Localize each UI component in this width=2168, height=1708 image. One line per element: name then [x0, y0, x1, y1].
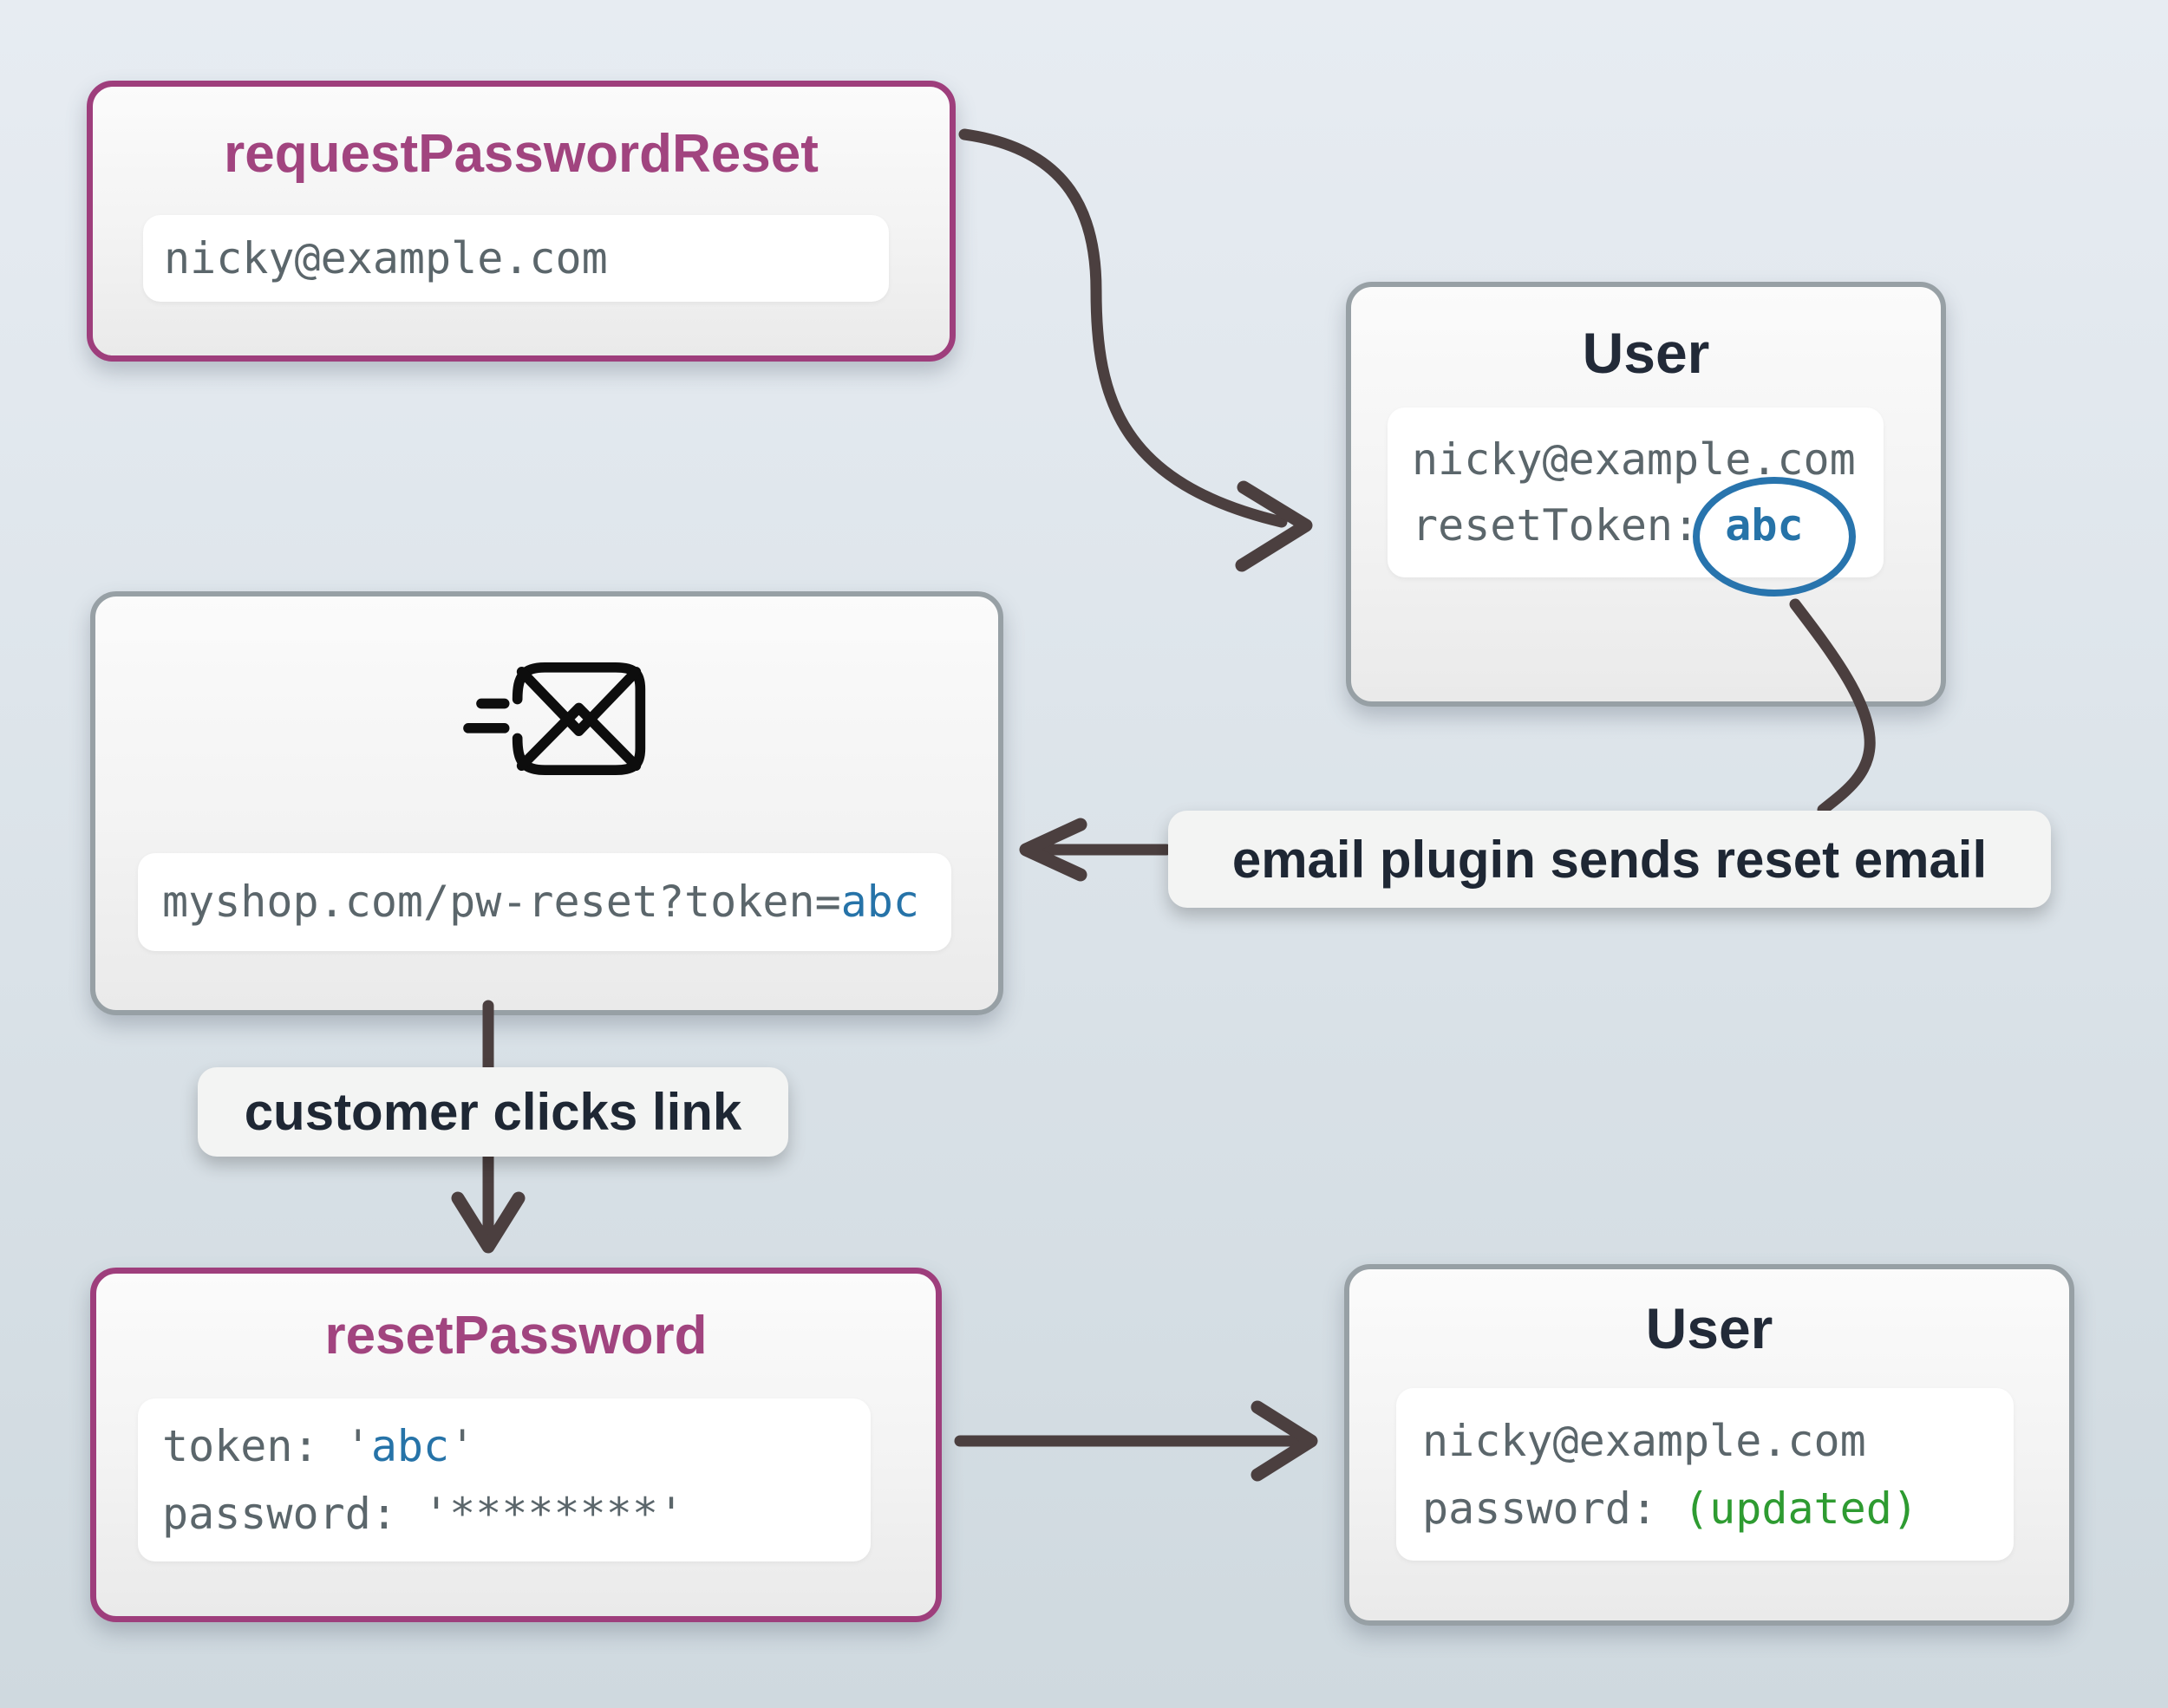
request-password-reset-node: requestPasswordReset nicky@example.com	[87, 81, 956, 362]
reset-password-node: resetPassword token: 'abc' password: '**…	[90, 1268, 942, 1622]
user-bottom-title: User	[1645, 1296, 1773, 1360]
user-record-node-top: User nicky@example.com resetToken: abc	[1346, 282, 1946, 707]
send-email-icon	[463, 662, 646, 775]
user-bottom-password-value: (updated)	[1683, 1483, 1918, 1534]
arrow-reset-to-user-head	[1251, 1400, 1318, 1482]
arrow-plugin-to-email-head	[1019, 818, 1087, 882]
reset-token-arg-value: abc	[370, 1421, 450, 1471]
reset-password-args: token: 'abc' password: '********'	[138, 1398, 871, 1561]
arrow-request-to-user	[958, 128, 1288, 528]
user-top-title: User	[1582, 321, 1710, 385]
reset-email-node: myshop.com/pw-reset?token=abc	[90, 591, 1003, 1015]
token-highlight-ellipse-icon	[1693, 477, 1856, 596]
request-email-field: nicky@example.com	[143, 215, 889, 302]
reset-url-line: myshop.com/pw-reset?token=abc	[162, 877, 919, 927]
reset-url-field: myshop.com/pw-reset?token=abc	[138, 853, 951, 951]
user-record-node-bottom: User nicky@example.com password: (update…	[1344, 1264, 2074, 1626]
user-bottom-password-line: password: (updated)	[1422, 1475, 2014, 1542]
user-top-email: nicky@example.com	[1412, 434, 1856, 485]
arrow-request-to-user-head	[1235, 480, 1313, 572]
email-plugin-annotation: email plugin sends reset email	[1168, 811, 2051, 908]
reset-token-prefix: token: '	[162, 1421, 371, 1471]
reset-token-label: resetToken:	[1412, 500, 1726, 551]
request-email-value: nicky@example.com	[164, 233, 608, 284]
user-bottom-password-label: password:	[1422, 1483, 1684, 1534]
user-bottom-email: nicky@example.com	[1422, 1415, 1866, 1466]
reset-url-prefix: myshop.com/pw-reset?token=	[162, 877, 841, 927]
customer-clicks-annotation: customer clicks link	[198, 1067, 788, 1157]
reset-password-arg-line: password: '********'	[162, 1489, 685, 1539]
reset-password-title: resetPassword	[324, 1306, 708, 1366]
reset-token-suffix: '	[449, 1421, 476, 1471]
reset-token-arg-line: token: 'abc'	[162, 1412, 871, 1480]
reset-url-token: abc	[840, 877, 919, 927]
user-bottom-record: nicky@example.com password: (updated)	[1396, 1388, 2014, 1561]
arrow-email-to-reset-head	[451, 1191, 526, 1254]
request-password-reset-title: requestPasswordReset	[224, 124, 819, 184]
